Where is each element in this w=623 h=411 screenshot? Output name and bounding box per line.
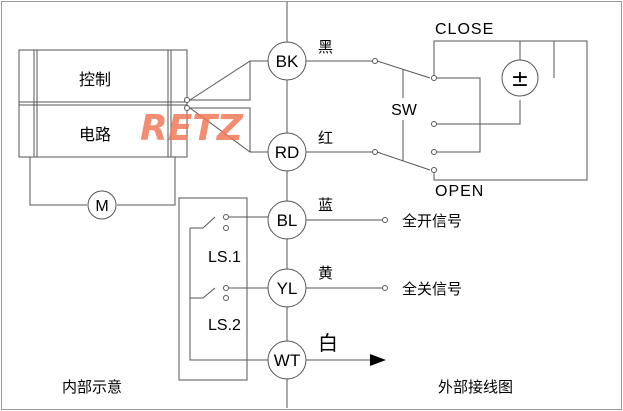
color-label-black: 黑 <box>318 38 333 56</box>
internal-caption: 内部示意 <box>62 378 122 396</box>
signal-terminal <box>382 285 388 291</box>
terminal-code: BL <box>277 211 298 230</box>
sw-label: SW <box>391 102 418 119</box>
control-label: 控制 <box>79 70 111 89</box>
color-label-red: 红 <box>318 129 333 147</box>
color-label-blue: 蓝 <box>318 196 333 214</box>
wt-arrow-icon <box>370 354 386 366</box>
terminal-rd: RD <box>267 132 307 172</box>
motor-wire-right <box>117 157 176 206</box>
ls2-contact <box>223 295 229 301</box>
control-circuit-box <box>18 49 188 158</box>
terminal-bl: BL <box>267 200 307 240</box>
terminal-code: WT <box>274 351 300 370</box>
motor-wire-left <box>29 157 87 206</box>
power-symbol: ± <box>511 67 529 92</box>
retz-watermark-logo: RETZ <box>140 108 244 149</box>
sw-contact <box>372 149 378 155</box>
ls1-blade <box>190 216 216 229</box>
ls2-contact <box>223 285 229 291</box>
open-wire <box>433 40 588 181</box>
sw-cross-wire <box>437 77 481 125</box>
sw-contact <box>431 167 437 173</box>
full-close-signal-label: 全关信号 <box>402 280 462 298</box>
ls1-label: LS.1 <box>208 249 241 266</box>
terminal-code: RD <box>275 143 300 162</box>
close-label: CLOSE <box>435 21 494 38</box>
open-label: OPEN <box>435 183 484 200</box>
sw-label-bg <box>385 98 421 120</box>
ls-common-wire <box>189 228 268 361</box>
external-caption: 外部接线图 <box>438 378 513 396</box>
terminal-wt: WT <box>267 340 307 380</box>
box-terminal-dot <box>184 97 190 103</box>
ls1-contact <box>223 214 229 220</box>
terminal-bk: BK <box>267 41 307 81</box>
sw-contact <box>431 75 437 81</box>
ls2-label: LS.2 <box>208 317 241 334</box>
sw-contact <box>431 149 437 155</box>
wire-box-bk-v <box>190 61 251 101</box>
circuit-label: 电路 <box>79 125 111 144</box>
wire-box-rd-v <box>190 107 251 152</box>
motor-label: M <box>95 198 108 215</box>
power-neg-wire <box>480 100 521 125</box>
terminal-code: BK <box>276 52 299 71</box>
ls1-contact <box>223 225 229 231</box>
watermark-text: RETZ <box>140 108 244 149</box>
motor-symbol <box>87 190 117 220</box>
terminal-code: YL <box>277 279 298 298</box>
terminal-yl: YL <box>267 268 307 308</box>
limit-switch-box <box>178 197 248 381</box>
sw-contact <box>372 58 378 64</box>
sw-contact <box>431 121 437 127</box>
signal-terminal <box>382 217 388 223</box>
ls2-blade <box>190 287 216 299</box>
color-label-white: 白 <box>318 331 338 355</box>
wire-box-bk <box>189 60 268 101</box>
full-open-signal-label: 全开信号 <box>402 212 462 230</box>
box-terminal-dot <box>184 105 190 111</box>
sw-cross-wire-2 <box>437 124 481 153</box>
color-label-yellow: 黄 <box>318 264 333 282</box>
